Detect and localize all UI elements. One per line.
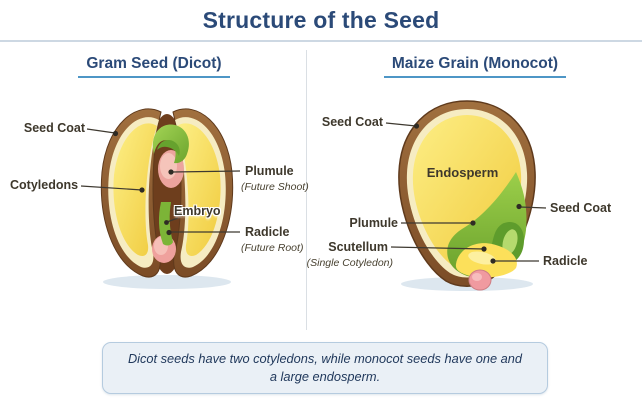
cotyledon-right-shape: [177, 123, 221, 256]
label-endosperm: Endosperm: [426, 165, 499, 180]
label-embryo: Embryo: [174, 204, 221, 218]
title-divider: [0, 40, 642, 42]
grain-radicle-highlight: [472, 273, 482, 281]
plumule-hook-shade: [157, 140, 180, 156]
maize-grain-heading: Maize Grain (Monocot): [383, 55, 567, 78]
maize-grain-illustration: [398, 100, 536, 291]
summary-note-box: Dicot seeds have two cotyledons, while m…: [102, 342, 548, 394]
gram-seed-illustration: [100, 108, 234, 289]
label-maize-plumule: Plumule: [349, 216, 398, 230]
left-panel-heading: Gram Seed (Dicot): [0, 55, 308, 78]
label-plumule-sub: (Future Shoot): [241, 181, 309, 193]
right-panel-heading: Maize Grain (Monocot): [308, 55, 642, 78]
label-seed-coat: Seed Coat: [23, 121, 85, 135]
panel-divider: [306, 50, 307, 330]
label-radicle: Radicle: [245, 225, 290, 239]
label-maize-seed-coat-right: Seed Coat: [550, 201, 612, 215]
gram-seed-heading: Gram Seed (Dicot): [78, 55, 230, 78]
label-radicle-sub: (Future Root): [241, 242, 304, 254]
right-cotyledon-half: [172, 108, 234, 278]
label-maize-seed-coat-upper: Seed Coat: [321, 115, 383, 129]
plumule-body-highlight: [160, 153, 177, 179]
plumule-leaf-shape: [502, 229, 518, 255]
label-plumule: Plumule: [245, 164, 294, 178]
note-line-2: a large endosperm.: [269, 369, 381, 384]
seed-shadow: [103, 275, 231, 289]
page-title: Structure of the Seed: [202, 7, 440, 33]
label-scutellum-sub: (Single Cotyledon): [306, 257, 393, 269]
label-maize-radicle: Radicle: [543, 254, 588, 268]
scutellum-highlight: [468, 251, 496, 265]
note-line-1: Dicot seeds have two cotyledons, while m…: [127, 351, 523, 366]
label-cotyledons: Cotyledons: [10, 178, 79, 192]
label-scutellum: Scutellum: [328, 240, 388, 254]
left-cotyledon-half: [100, 108, 162, 278]
plumule-hook-shape: [152, 124, 189, 164]
